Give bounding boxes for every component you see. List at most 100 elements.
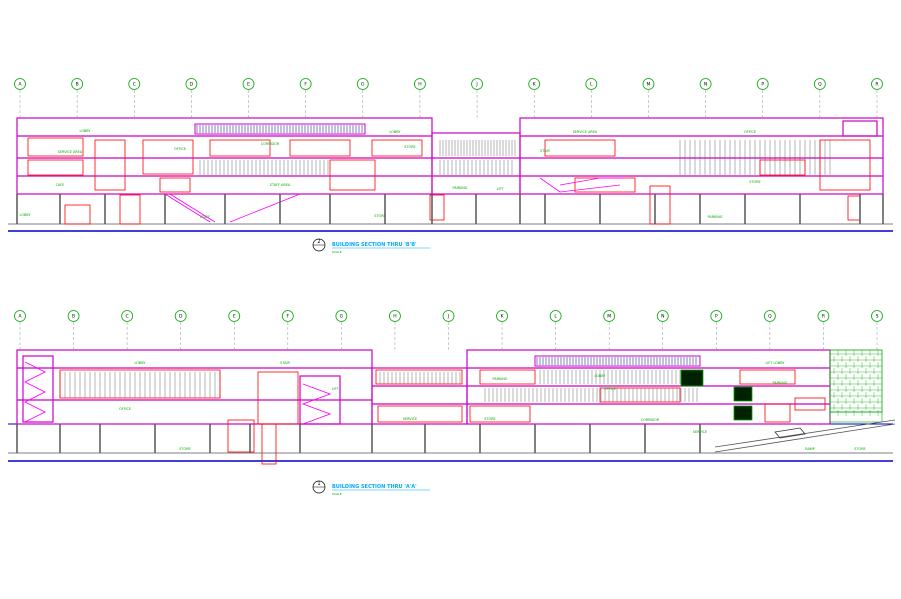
grid-marker-label: S bbox=[876, 314, 879, 320]
grid-marker bbox=[228, 310, 241, 322]
room-label: LOBBY bbox=[80, 129, 92, 133]
room-labels-a: LOBBYOFFICESTORESTAIRLIFTSERVICEPARKINGL… bbox=[119, 361, 866, 451]
structure-b bbox=[27, 137, 871, 225]
grid-marker-label: Q bbox=[768, 314, 772, 320]
grid-marker-label: H bbox=[393, 314, 396, 320]
grid-marker-label: L bbox=[590, 82, 593, 88]
room-label: STAFF bbox=[200, 215, 210, 219]
room-label: OFFICE bbox=[744, 130, 756, 134]
grid-marker-label: F bbox=[304, 82, 307, 88]
room-label: RAMP bbox=[805, 447, 815, 451]
grid-marker bbox=[871, 78, 883, 90]
room-label: STORE bbox=[854, 447, 865, 451]
grid-marker-label: M bbox=[607, 314, 611, 320]
grid-marker bbox=[14, 310, 26, 322]
grid-marker-label: G bbox=[361, 82, 365, 88]
section-title-b: 2 BUILDING SECTION THRU 'B'B' SCALE bbox=[312, 238, 430, 254]
grid-marker-label: A bbox=[18, 82, 22, 88]
grid-marker-label: K bbox=[533, 82, 537, 88]
grid-marker bbox=[763, 310, 776, 322]
grid-marker bbox=[817, 310, 830, 322]
grid-marker bbox=[121, 310, 134, 322]
glazing-a bbox=[59, 370, 701, 402]
room-label: OFFICE bbox=[604, 387, 616, 391]
grid-marker-label: G bbox=[340, 314, 344, 320]
grid-marker bbox=[281, 310, 294, 322]
grid-marker bbox=[185, 78, 198, 90]
grid-marker-label: E bbox=[247, 82, 250, 88]
room-label: STORE bbox=[179, 447, 190, 451]
grid-marker bbox=[642, 78, 655, 90]
room-label: LOBBY bbox=[20, 213, 32, 217]
room-label: PARKING bbox=[493, 377, 508, 381]
room-label: LOBBY bbox=[595, 374, 607, 378]
grid-marker bbox=[389, 310, 401, 322]
grid-marker bbox=[128, 78, 141, 90]
grid-marker bbox=[496, 310, 508, 322]
grid-marker bbox=[335, 310, 348, 322]
grid-marker-label: B bbox=[76, 82, 79, 88]
columns-b bbox=[16, 194, 884, 224]
stair-a bbox=[23, 361, 332, 425]
section-title-text-a: BUILDING SECTION THRU 'A'A' bbox=[332, 484, 417, 490]
grid-marker bbox=[356, 78, 369, 90]
grid-marker-label: A bbox=[18, 314, 22, 320]
grid-marker-label: J bbox=[475, 82, 477, 88]
room-label: STORE bbox=[484, 417, 495, 421]
grid-marker-label: R bbox=[822, 314, 825, 320]
room-label: PARKING bbox=[773, 381, 788, 385]
room-label: LIFT LOBBY bbox=[766, 361, 786, 365]
grid-marker bbox=[14, 78, 26, 90]
room-label: CAFE bbox=[56, 183, 65, 187]
grid-marker-label: Q bbox=[818, 82, 822, 88]
grid-marker-label: F bbox=[287, 314, 290, 320]
grid-marker bbox=[603, 310, 616, 322]
room-label: SERVICE AREA bbox=[573, 130, 598, 134]
grid-marker bbox=[442, 310, 455, 322]
grid-marker bbox=[299, 78, 312, 90]
grid-marker bbox=[528, 78, 541, 90]
room-labels-b: LOBBY SERVICE AREA OFFICE CORRIDOR CAFE STAFF… bbox=[20, 129, 761, 219]
roof-skylight-b bbox=[194, 123, 366, 135]
grid-marker bbox=[585, 78, 598, 90]
grid-marker-label: E bbox=[233, 314, 236, 320]
grid-marker-label: J bbox=[447, 314, 449, 320]
lift-shafts-a bbox=[680, 369, 753, 421]
grid-marker-label: B bbox=[72, 314, 75, 320]
room-label: PARKING bbox=[708, 215, 723, 219]
grid-marker bbox=[71, 78, 84, 90]
grid-marker-label: C bbox=[126, 314, 129, 320]
scale-note-a: SCALE bbox=[332, 492, 342, 496]
grid-marker-label: N bbox=[704, 82, 707, 88]
room-label: SERVICE AREA bbox=[58, 150, 83, 154]
room-label: STORE bbox=[749, 180, 760, 184]
roof-skylight-a bbox=[534, 355, 701, 367]
stair-ramp-b bbox=[164, 177, 625, 223]
grid-marker bbox=[67, 310, 80, 322]
grid-marker-label: K bbox=[501, 314, 505, 320]
section-title-text-b: BUILDING SECTION THRU 'B'B' bbox=[332, 242, 417, 248]
grid-marker bbox=[871, 310, 883, 322]
grid-marker bbox=[414, 78, 426, 90]
room-label: PARKING bbox=[453, 186, 468, 190]
grid-marker bbox=[242, 78, 255, 90]
grid-marker bbox=[813, 78, 826, 90]
grid-marker bbox=[699, 78, 712, 90]
grid-marker bbox=[471, 78, 483, 90]
grid-marker bbox=[656, 310, 669, 322]
structure-a bbox=[59, 369, 826, 465]
room-label: STORE bbox=[404, 145, 415, 149]
grid-marker-label: N bbox=[661, 314, 664, 320]
grid-marker-label: C bbox=[133, 82, 136, 88]
room-label: SERVICE bbox=[693, 430, 707, 434]
grid-marker bbox=[756, 78, 769, 90]
room-label: OFFICE bbox=[119, 407, 131, 411]
grid-marker-label: P bbox=[761, 82, 764, 88]
room-label: CORRIDOR bbox=[261, 142, 280, 146]
grid-marker-label: R bbox=[875, 82, 878, 88]
